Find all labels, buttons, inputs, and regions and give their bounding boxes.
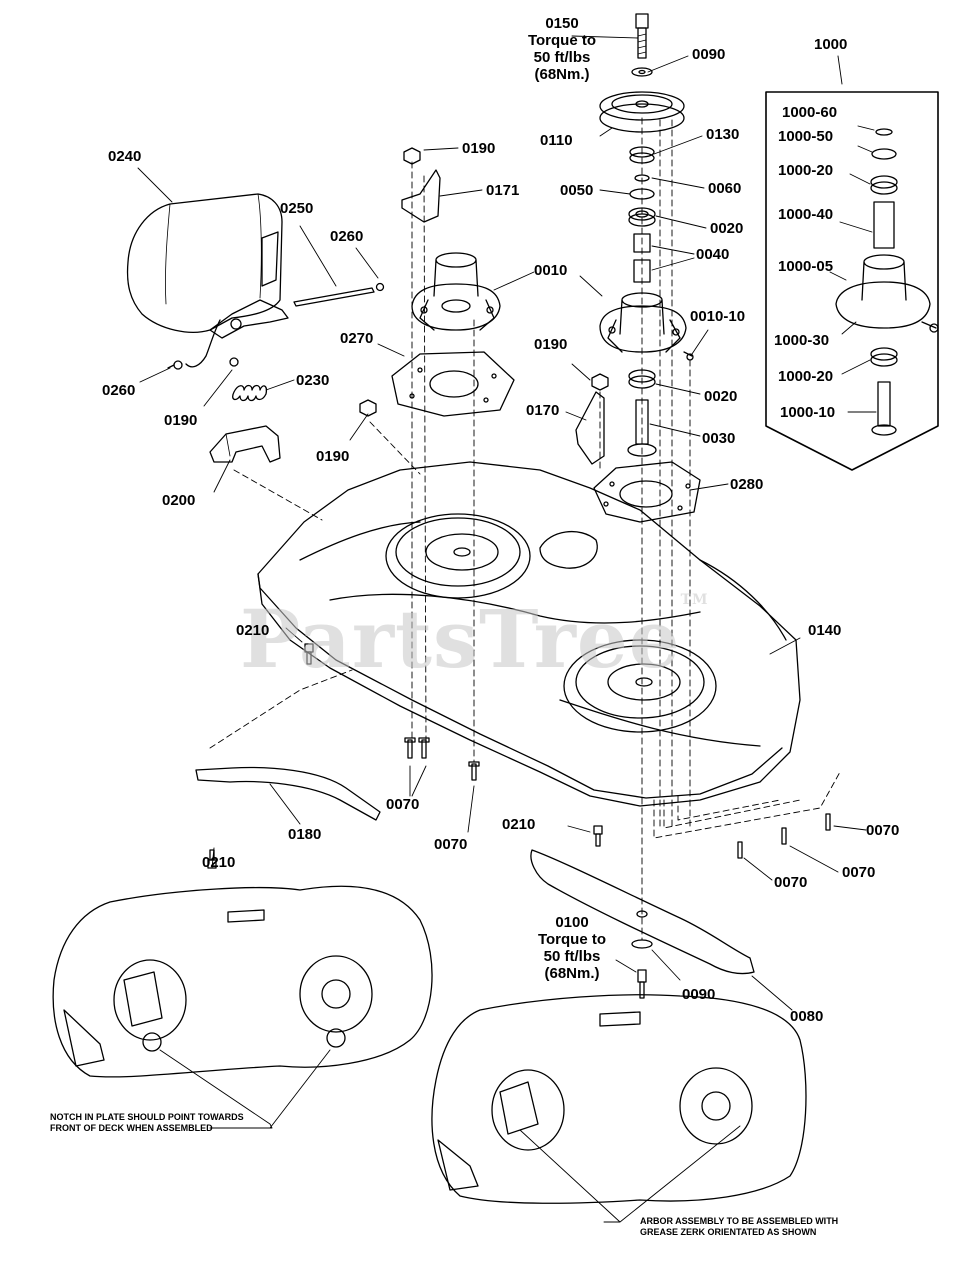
- part-label: 0190: [462, 140, 496, 157]
- arbor-note: ARBOR ASSEMBLY TO BE ASSEMBLED WITH GREA…: [640, 1216, 838, 1238]
- dashed-alignment-lines: [209, 117, 841, 941]
- kit-label: 1000-05: [778, 258, 834, 275]
- part-label: 0040: [696, 246, 730, 263]
- part-label: 0070: [866, 822, 900, 839]
- leader-lines: [137, 35, 877, 1223]
- part-label: 0170: [526, 402, 560, 419]
- part-label: 0260: [102, 382, 136, 399]
- spindle-kit-box: [765, 91, 939, 471]
- kit-label: 1000-30: [774, 332, 830, 349]
- chute-bracket: [209, 425, 281, 463]
- bracket-0170: [575, 391, 605, 465]
- notch-note-line2: FRONT OF DECK WHEN ASSEMBLED: [50, 1123, 213, 1133]
- part-label: 0240: [108, 148, 142, 165]
- spindle-housing-left: [411, 252, 501, 331]
- part-label: 0210: [236, 622, 270, 639]
- part-label: 0050: [560, 182, 594, 199]
- torque-bottom-line1: Torque to: [537, 931, 607, 948]
- kit-label: 1000-20: [778, 368, 834, 385]
- part-label: 0190: [534, 336, 568, 353]
- deck-bottom-view-left: [52, 885, 433, 1078]
- part-label: 0190: [316, 448, 350, 465]
- torque-top-line3: (68Nm.): [534, 66, 590, 83]
- torque-bottom-line3: (68Nm.): [544, 965, 600, 982]
- part-label: 0171: [486, 182, 520, 199]
- part-label: 0020: [704, 388, 738, 405]
- torque-bottom-line2: 50 ft/lbs: [543, 948, 601, 965]
- torque-top-line2: 50 ft/lbs: [533, 49, 591, 66]
- part-label: 0210: [202, 854, 236, 871]
- notch-note: NOTCH IN PLATE SHOULD POINT TOWARDS FRON…: [50, 1112, 244, 1134]
- kit-label: 1000-40: [778, 206, 834, 223]
- part-label: 0070: [386, 796, 420, 813]
- part-label: 0200: [162, 492, 196, 509]
- baffle: [195, 766, 381, 821]
- deck-bottom-view-right: [431, 994, 807, 1204]
- discharge-chute: [126, 193, 289, 368]
- part-label: 0090: [682, 986, 716, 1003]
- chute-rod: [167, 282, 385, 370]
- spindle-plate-left: [391, 351, 515, 417]
- part-label: 0270: [340, 330, 374, 347]
- arbor-note-line2: GREASE ZERK ORIENTATED AS SHOWN: [640, 1227, 817, 1237]
- part-label: 0030: [702, 430, 736, 447]
- part-label: 0110: [540, 132, 573, 149]
- part-label: 0010: [534, 262, 568, 279]
- part-label: 0180: [288, 826, 322, 843]
- part-label: 0260: [330, 228, 364, 245]
- kit-label: 1000-20: [778, 162, 834, 179]
- kit-label: 1000-10: [780, 404, 836, 421]
- torque-bottom-part: 0100: [555, 914, 589, 931]
- part-label: 0080: [790, 1008, 824, 1025]
- part-label: 0010-10: [690, 308, 746, 325]
- arbor-note-line1: ARBOR ASSEMBLY TO BE ASSEMBLED WITH: [640, 1216, 839, 1226]
- spring: [229, 357, 268, 402]
- bracket-0171: [401, 169, 441, 223]
- part-label: 0250: [280, 200, 314, 217]
- part-label: 0230: [296, 372, 330, 389]
- part-label: 0210: [502, 816, 536, 833]
- part-label: 0070: [434, 836, 468, 853]
- notch-note-line1: NOTCH IN PLATE SHOULD POINT TOWARDS: [50, 1112, 244, 1122]
- torque-top-part: 0150: [545, 15, 579, 32]
- spindle-plate-right: [593, 461, 701, 523]
- part-label: 0070: [774, 874, 808, 891]
- part-label: 0060: [708, 180, 742, 197]
- kit-label: 1000: [814, 36, 848, 53]
- part-label: 0090: [692, 46, 726, 63]
- kit-label: 1000-50: [778, 128, 834, 145]
- deck-housing: [257, 461, 801, 807]
- part-label: 0140: [808, 622, 842, 639]
- part-label: 0020: [710, 220, 744, 237]
- part-label: 0280: [730, 476, 764, 493]
- torque-top-line1: Torque to: [527, 32, 597, 49]
- part-label: 0130: [706, 126, 740, 143]
- torque-callout-bottom: 0100 Torque to 50 ft/lbs (68Nm.): [530, 914, 614, 982]
- torque-callout-top: 0150 Torque to 50 ft/lbs (68Nm.): [520, 15, 604, 83]
- bolts: [207, 643, 831, 999]
- part-label: 0190: [164, 412, 198, 429]
- part-label: 0070: [842, 864, 876, 881]
- kit-label: 1000-60: [782, 104, 838, 121]
- spindle-housing-right: [599, 292, 694, 361]
- hex-nuts: [359, 147, 609, 417]
- watermark: PartsTreeTM: [240, 592, 709, 686]
